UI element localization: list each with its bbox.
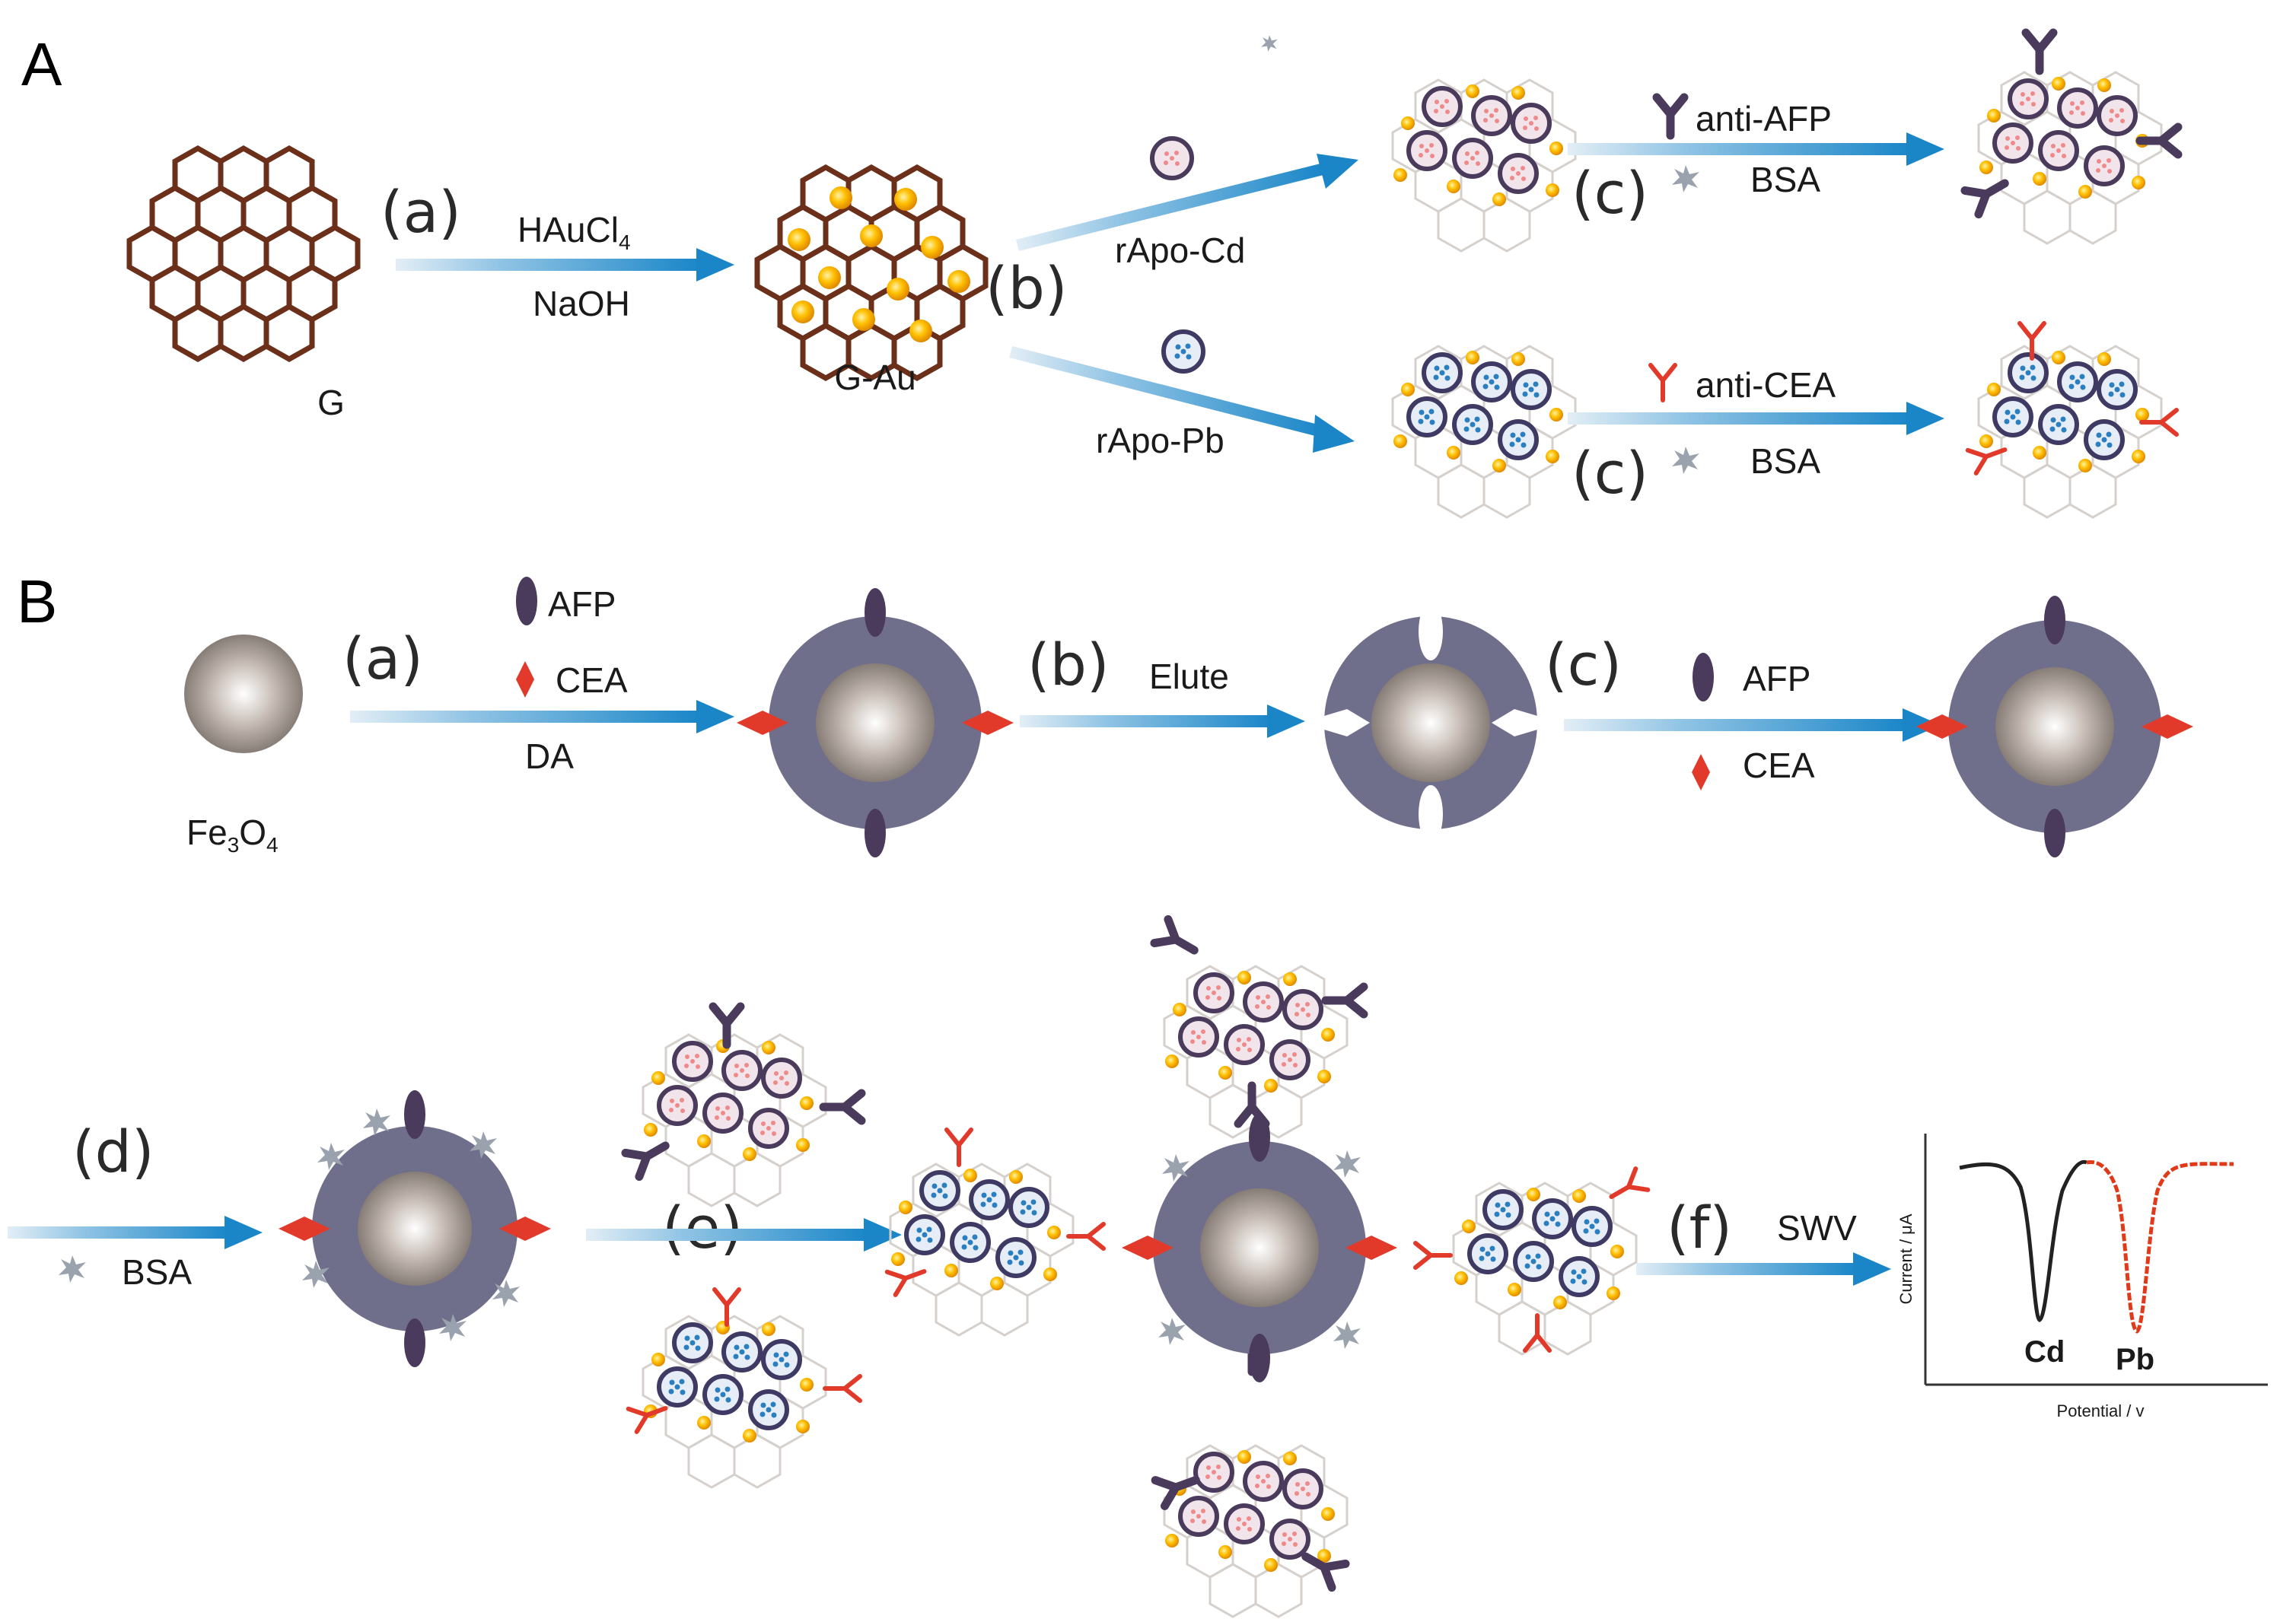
step-b-d-label: (d) xyxy=(72,1118,154,1185)
apoferritin-pb-icon xyxy=(1161,329,1205,374)
arrow-b-f-icon xyxy=(1636,1252,1891,1286)
bsa-icon xyxy=(1672,165,1699,192)
arrow-b-b-icon xyxy=(1020,705,1305,738)
peak-cd-label: Cd xyxy=(2024,1335,2065,1369)
cea-immunoprobe xyxy=(1968,323,2177,517)
afp-label-2: AFP xyxy=(1743,659,1810,698)
anti-afp-label: anti-AFP xyxy=(1696,99,1832,138)
step-c-upper-label: (c) xyxy=(1572,159,1648,227)
bsa-icon xyxy=(59,1255,86,1283)
cea-label-2: CEA xyxy=(1743,746,1815,785)
plot-xlabel: Potential / v xyxy=(2057,1401,2145,1420)
pb-labelled-sheet xyxy=(1393,346,1575,517)
pb-peak-curve xyxy=(2086,1160,2234,1334)
reagent-naoh: NaOH xyxy=(533,284,630,323)
bsa-icon xyxy=(1672,447,1699,474)
afp-label-1: AFP xyxy=(548,584,616,624)
bsa-label-b: BSA xyxy=(122,1252,192,1292)
gau-label: G-Au xyxy=(834,358,916,397)
fe3o4-label: Fe3O4 xyxy=(186,813,279,857)
sandwich-complex xyxy=(887,919,1648,1617)
step-b-label: (b) xyxy=(986,254,1068,322)
afp-probe-e xyxy=(626,1007,861,1206)
rapo-cd-label: rApo-Cd xyxy=(1115,231,1245,270)
arrow-b-d-icon xyxy=(8,1216,263,1249)
anti-cea-label: anti-CEA xyxy=(1696,365,1836,405)
apoferritin-cd-icon xyxy=(1150,136,1194,180)
graphene-label: G xyxy=(317,383,345,422)
elute-label: Elute xyxy=(1149,657,1229,696)
step-b-c-label: (c) xyxy=(1545,631,1622,698)
swv-plot: Current / μA Potential / v Cd Pb xyxy=(1896,1134,2268,1420)
cd-labelled-sheet xyxy=(1393,80,1575,251)
step-b-e-label: (e) xyxy=(662,1194,743,1261)
cd-peak-curve xyxy=(1959,1159,2087,1322)
mip-bead-loaded xyxy=(737,588,1014,857)
antibody-afp-icon xyxy=(1657,97,1684,135)
arrow-b-a-icon xyxy=(350,700,734,733)
step-b-a-label: (a) xyxy=(342,625,423,692)
panel-label-b: B xyxy=(17,568,57,635)
antibody-cea-icon xyxy=(1651,365,1675,400)
peak-pb-label: Pb xyxy=(2116,1343,2154,1376)
cea-label-1: CEA xyxy=(556,660,628,700)
arrow-c-upper-icon xyxy=(1568,132,1944,166)
cea-icon xyxy=(1692,754,1710,790)
afp-icon xyxy=(1693,653,1714,701)
arrow-b-lower-icon xyxy=(1009,346,1355,453)
rapo-pb-label: rApo-Pb xyxy=(1096,421,1224,460)
panel-label-a: A xyxy=(21,30,62,98)
arrow-b-upper-icon xyxy=(1016,154,1358,251)
graphene-gold-sheet-icon xyxy=(754,164,989,382)
arrow-a-icon xyxy=(396,248,734,281)
step-c-lower-label: (c) xyxy=(1572,439,1648,507)
cea-probe-e xyxy=(629,1290,860,1487)
blocked-bead xyxy=(279,1090,551,1367)
bsa-lower-label: BSA xyxy=(1750,441,1820,481)
mip-bead-eluted xyxy=(1301,603,1560,843)
gold-nanoparticle-icon xyxy=(788,186,970,342)
plot-ylabel: Current / μA xyxy=(1896,1213,1915,1304)
da-label: DA xyxy=(525,736,574,776)
reagent-haucl4: HAuCl4 xyxy=(517,210,631,254)
arrow-b-e-icon xyxy=(586,1218,902,1252)
step-b-b-label: (b) xyxy=(1027,631,1110,698)
arrow-b-c-icon xyxy=(1564,708,1941,742)
magnetic-bead-icon xyxy=(184,635,303,753)
afp-icon xyxy=(516,577,537,625)
step-b-f-label: (f) xyxy=(1667,1194,1732,1261)
graphene-sheet-icon xyxy=(126,145,361,363)
mip-bead-rebound xyxy=(1916,596,2193,857)
swv-label: SWV xyxy=(1777,1208,1857,1248)
bsa-upper-label: BSA xyxy=(1750,160,1820,199)
arrow-c-lower-icon xyxy=(1568,402,1944,435)
cea-icon xyxy=(516,661,534,698)
step-a-label: (a) xyxy=(381,178,461,246)
